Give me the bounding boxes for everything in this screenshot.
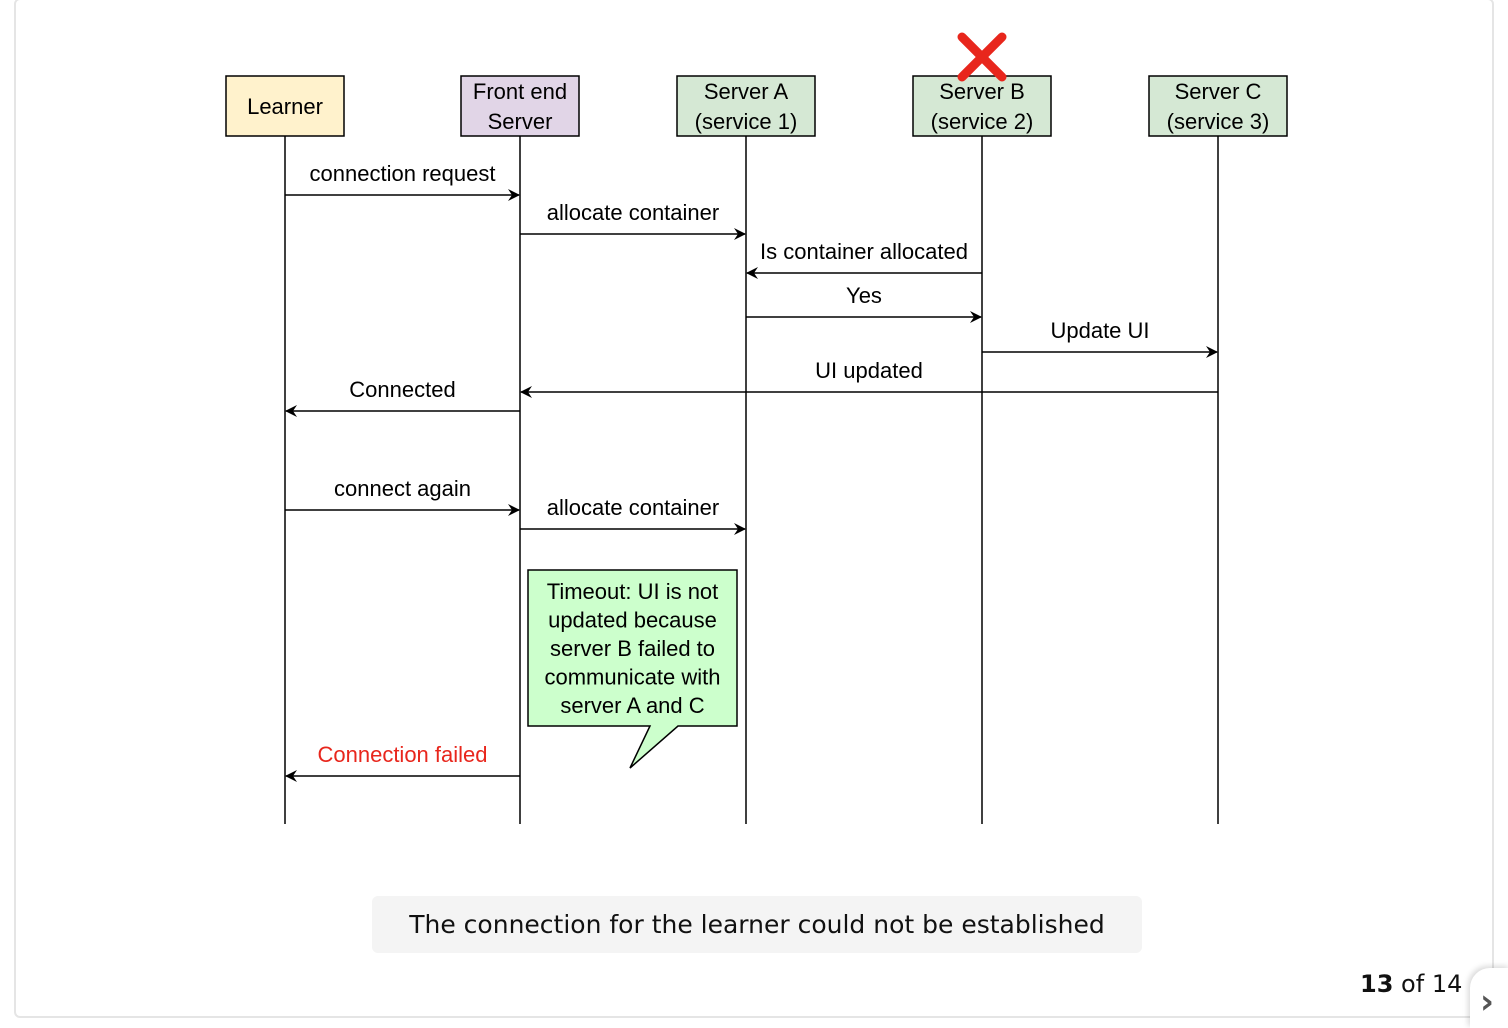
participant-label: Server C [1175,79,1262,104]
participant-label: (service 3) [1167,109,1270,134]
message-label: Is container allocated [760,239,968,264]
note-line: server B failed to [550,636,715,661]
message-3: Is container allocated [746,239,982,279]
message-5: Update UI [982,318,1218,358]
participant-serverB: Server B (service 2) [912,75,1052,137]
participant-label: Front end [473,79,567,104]
message-label: Connected [349,377,455,402]
message-label: connect again [334,476,471,501]
participant-box [1148,75,1288,137]
note-line: server A and C [560,693,704,718]
note-line: communicate with [544,665,720,690]
participant-label: (service 2) [931,109,1034,134]
slide-pager: 13 of 14 [1360,970,1462,1004]
message-7: Connected [285,377,520,417]
message-8: connect again [285,476,520,516]
participant-learner: Learner [225,75,345,137]
participant-label: Server B [939,79,1025,104]
message-label: Update UI [1050,318,1149,343]
message-1: connection request [285,161,520,201]
note-line: updated because [548,608,717,633]
pager-current: 13 [1360,970,1394,998]
participant-label: (service 1) [695,109,798,134]
message-10: Connection failed [285,742,520,782]
next-slide-button[interactable]: › [1470,968,1508,1028]
note-callout-shape [527,569,738,769]
pager-separator: of [1401,970,1425,998]
message-4: Yes [746,283,982,323]
message-label: UI updated [815,358,923,383]
slide-caption: The connection for the learner could not… [372,896,1142,953]
next-arrow-icon: › [1480,982,1495,1022]
participant-serverA: Server A (service 1) [676,75,816,137]
participant-box [225,75,345,137]
message-9: allocate container [520,495,746,535]
participant-box [912,75,1052,137]
participant-label: Server [488,109,553,134]
participant-serverC: Server C (service 3) [1148,75,1288,137]
participant-label: Learner [247,94,323,119]
timeout-note: Timeout: UI is not updated because server … [527,569,738,769]
participant-label: Server A [704,79,789,104]
message-2: allocate container [520,200,746,240]
participant-box [676,75,816,137]
message-label: Connection failed [317,742,487,767]
slide-frame [14,0,1494,1018]
message-label: Yes [846,283,882,308]
note-line: Timeout: UI is not [547,579,719,604]
message-6: UI updated [520,358,1218,398]
message-label: connection request [310,161,496,186]
participant-box [460,75,580,137]
message-label: allocate container [547,200,719,225]
failure-cross-icon [957,32,1007,82]
message-label: allocate container [547,495,719,520]
pager-total: 14 [1431,970,1463,998]
